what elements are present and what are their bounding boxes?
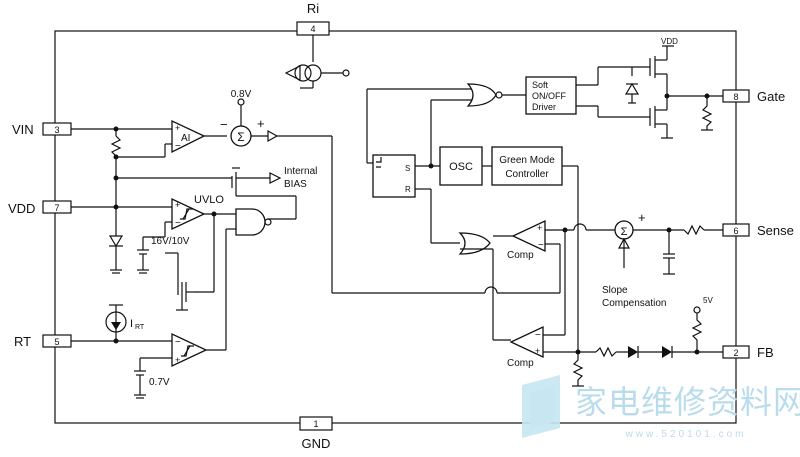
green-mode-label-line1: Green Mode: [499, 155, 555, 166]
nand-gate: [235, 208, 272, 236]
ref-08v-label: 0.8V: [231, 89, 252, 100]
irt-label: I: [130, 318, 133, 330]
low-side-mosfet: [649, 96, 673, 139]
svg-text:−: −: [538, 240, 544, 251]
green-mode-label-line2: Controller: [505, 169, 549, 180]
watermark-url: www.520101.com: [625, 429, 747, 440]
svg-text:S: S: [405, 164, 410, 173]
pin-vdd-number: 7: [54, 203, 59, 213]
pin-vin-name: VIN: [12, 122, 34, 137]
pin-sense-number: 6: [733, 226, 738, 236]
pin-gnd-number: 1: [313, 419, 318, 429]
fb-diode-2: [662, 346, 673, 358]
svg-text:+: +: [638, 210, 646, 225]
svg-text:R: R: [405, 185, 411, 194]
pin-vin-number: 3: [54, 125, 59, 135]
uvlo-threshold-label: 16V/10V: [151, 236, 190, 247]
pin-rt-name: RT: [14, 334, 31, 349]
svg-text:−: −: [535, 330, 541, 341]
fb-diode-1: [628, 346, 639, 358]
ri-current-source-icon: [284, 64, 350, 89]
vdd-rail-label: VDD: [661, 37, 678, 46]
or-gate-top: [466, 83, 503, 107]
pin-rt-number: 5: [54, 337, 59, 347]
ai-label: AI: [181, 133, 190, 144]
rt-comparator: − +: [171, 332, 208, 368]
pin-sense-name: Sense: [757, 223, 794, 238]
pin-vdd-name: VDD: [8, 201, 35, 216]
high-side-mosfet: [649, 46, 668, 96]
uvlo-label: UVLO: [194, 194, 224, 206]
irt-current-source-icon: [105, 311, 127, 333]
pin-ri-name: Ri: [307, 1, 319, 16]
svg-text:+: +: [175, 200, 180, 210]
ic-outline: [54, 30, 737, 424]
comp1-label: Comp: [507, 250, 534, 261]
ref-07v-label: 0.7V: [149, 377, 170, 388]
svg-text:−: −: [175, 337, 181, 348]
or-gate-middle: [458, 232, 491, 255]
soft-label-line3: Driver: [532, 102, 556, 112]
svg-text:+: +: [175, 123, 180, 133]
summer2: Σ: [614, 220, 634, 240]
v5-label: 5V: [703, 296, 713, 305]
osc-block: OSC: [439, 146, 483, 186]
svg-text:+: +: [535, 346, 540, 356]
soft-label-line1: Soft: [532, 80, 549, 90]
svg-text:−: −: [220, 117, 228, 132]
svg-text:+: +: [257, 116, 265, 131]
svg-text:−: −: [175, 218, 181, 229]
ai-amplifier: + − AI: [171, 119, 206, 154]
comp2-label: Comp: [507, 358, 534, 369]
pin-fb-name: FB: [757, 345, 774, 360]
slope-label-line1: Slope: [602, 285, 628, 296]
svg-text:+: +: [537, 223, 542, 233]
svg-text:−: −: [175, 141, 181, 152]
slope-label-line2: Compensation: [602, 298, 666, 309]
svg-text:Σ: Σ: [237, 130, 244, 144]
sr-latch: S R: [372, 154, 416, 198]
internal-label: Internal: [284, 166, 317, 177]
watermark-logo: [522, 375, 560, 438]
svg-text:Σ: Σ: [621, 226, 628, 238]
uvlo-comparator: + −: [171, 197, 206, 231]
svg-text:+: +: [175, 355, 180, 365]
green-mode-controller: Green Mode Controller: [491, 146, 563, 186]
irt-sub-label: RT: [135, 324, 145, 331]
pin-fb-number: 2: [733, 348, 738, 358]
soft-label-line2: ON/OFF: [532, 91, 566, 101]
soft-driver: Soft ON/OFF Driver: [525, 76, 577, 115]
pin-gate-number: 8: [733, 92, 738, 102]
osc-label: OSC: [449, 161, 473, 173]
pin-gate-name: Gate: [757, 89, 785, 104]
comparator-1: + −: [511, 219, 546, 253]
watermark-text: 家电维修资料网: [575, 384, 800, 420]
pin-gnd-name: GND: [302, 436, 331, 451]
comparator-2: − +: [509, 325, 544, 359]
bias-label: BIAS: [284, 179, 307, 190]
summer1: Σ: [230, 125, 252, 147]
pin-ri-number: 4: [310, 24, 315, 34]
